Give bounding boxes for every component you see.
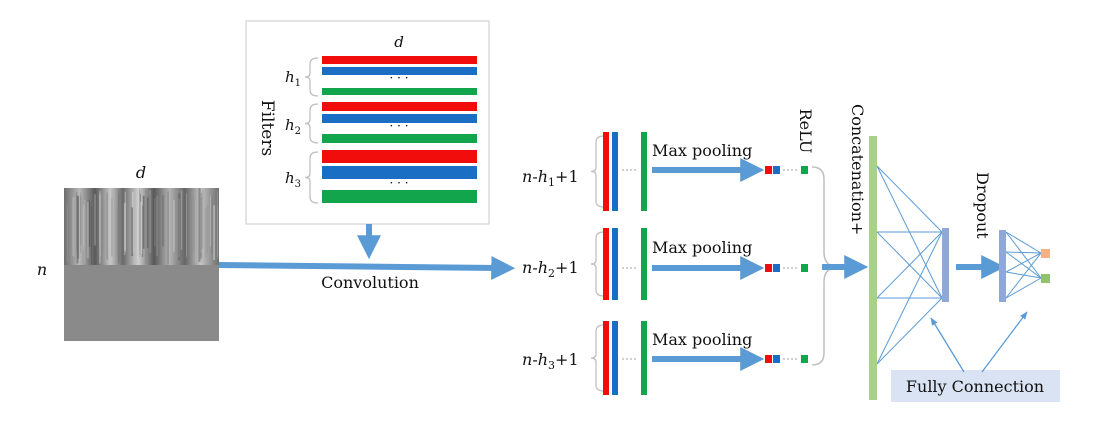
row-3-brace <box>590 324 605 392</box>
row-2-brace <box>590 231 605 297</box>
row-3-pooled-red <box>765 355 772 363</box>
output-connection <box>1005 231 1042 279</box>
filter-3-label: h3 <box>285 169 301 190</box>
row-2-pooled-blue <box>773 264 780 272</box>
filter-2-bar-red <box>322 102 477 111</box>
fc-connection <box>876 231 943 299</box>
row-1-map-blue <box>612 132 618 211</box>
row-3-map-blue <box>612 321 618 395</box>
fc-pointer-arrow-1 <box>930 317 965 373</box>
row-2-map-red <box>603 228 609 300</box>
row-3-map-red <box>603 321 609 395</box>
fc-connection <box>876 165 943 233</box>
input-matrix <box>64 188 219 341</box>
input-label-d: d <box>136 163 146 182</box>
input-texture <box>64 188 219 265</box>
hidden-layer-vector <box>942 228 949 302</box>
filter-1-bar-green <box>322 88 477 95</box>
filter-2-dots: · · · <box>389 119 408 133</box>
filter-3-bar-green <box>322 190 477 203</box>
row-2-map-green <box>641 228 647 300</box>
output-node-1 <box>1041 249 1050 258</box>
filter-3-bar-blue <box>322 166 477 179</box>
row-3-pooled-green <box>801 355 808 363</box>
filter-1-dots: · · · <box>389 71 408 85</box>
filter-2-bar-blue <box>322 114 477 123</box>
filter-2-brace <box>304 103 319 144</box>
filters-title: Filters <box>257 100 277 156</box>
output-connection <box>1005 252 1042 273</box>
row-1-pooled-blue <box>773 166 780 174</box>
row-2-pooled-red <box>765 264 772 272</box>
filter-groups: · · · h1 · · · h2 · · · h3 <box>285 56 477 204</box>
filters-label-d: d <box>394 33 404 51</box>
relu-label: ReLU <box>796 109 815 154</box>
convolution-label: Convolution <box>321 273 419 292</box>
row-3-size-label: n-h3+1 <box>522 350 579 372</box>
filter-3-brace <box>304 151 319 204</box>
dropout-label: Dropout <box>973 172 992 239</box>
fc-connection <box>876 297 943 365</box>
filter-1-brace <box>304 57 319 97</box>
output-connection <box>1005 251 1042 279</box>
row-1-map-red <box>603 132 609 211</box>
filter-2-bar-green <box>322 134 477 143</box>
fc-connection <box>876 231 943 365</box>
dropout-layer-vector <box>999 230 1006 302</box>
output-connection <box>1005 251 1042 254</box>
fc-pointer-arrow-2 <box>981 311 1028 373</box>
output-connection <box>1005 252 1042 299</box>
filter-1-label: h1 <box>285 68 301 89</box>
fully-connection-label: Fully Connection <box>906 377 1044 396</box>
row-1-max-pooling-label: Max pooling <box>652 141 752 160</box>
row-1-pooled-red <box>765 166 772 174</box>
row-1-brace <box>590 135 605 208</box>
row-1-pooled-green <box>801 166 808 174</box>
row-3-map-green <box>641 321 647 395</box>
fully-connection-box <box>891 370 1060 402</box>
filter-3-bar-red <box>322 150 477 163</box>
row-2-map-blue <box>612 228 618 300</box>
row-1-map-green <box>641 132 647 211</box>
input-padding-rows <box>64 265 219 341</box>
filter-2-label: h2 <box>285 116 301 137</box>
fully-connected-lines <box>876 165 1042 365</box>
output-connection <box>1005 231 1042 254</box>
concat-label: Concatenation+ <box>848 104 867 235</box>
row-2-pooled-green <box>801 264 808 272</box>
row-2-max-pooling-label: Max pooling <box>652 238 752 257</box>
output-node-2 <box>1041 274 1050 283</box>
concatenated-vector <box>869 136 877 400</box>
convolution-arrow <box>218 255 516 280</box>
row-1-size-label: n-h1+1 <box>522 167 579 189</box>
row-3-pooled-blue <box>773 355 780 363</box>
filter-1-bar-blue <box>322 67 477 75</box>
input-label-n: n <box>37 260 47 279</box>
row-3-max-pooling-label: Max pooling <box>652 330 752 349</box>
output-connection <box>1005 277 1042 299</box>
filter-3-dots: · · · <box>389 176 408 190</box>
filter-1-bar-red <box>322 56 477 64</box>
row-2-size-label: n-h2+1 <box>522 258 579 280</box>
